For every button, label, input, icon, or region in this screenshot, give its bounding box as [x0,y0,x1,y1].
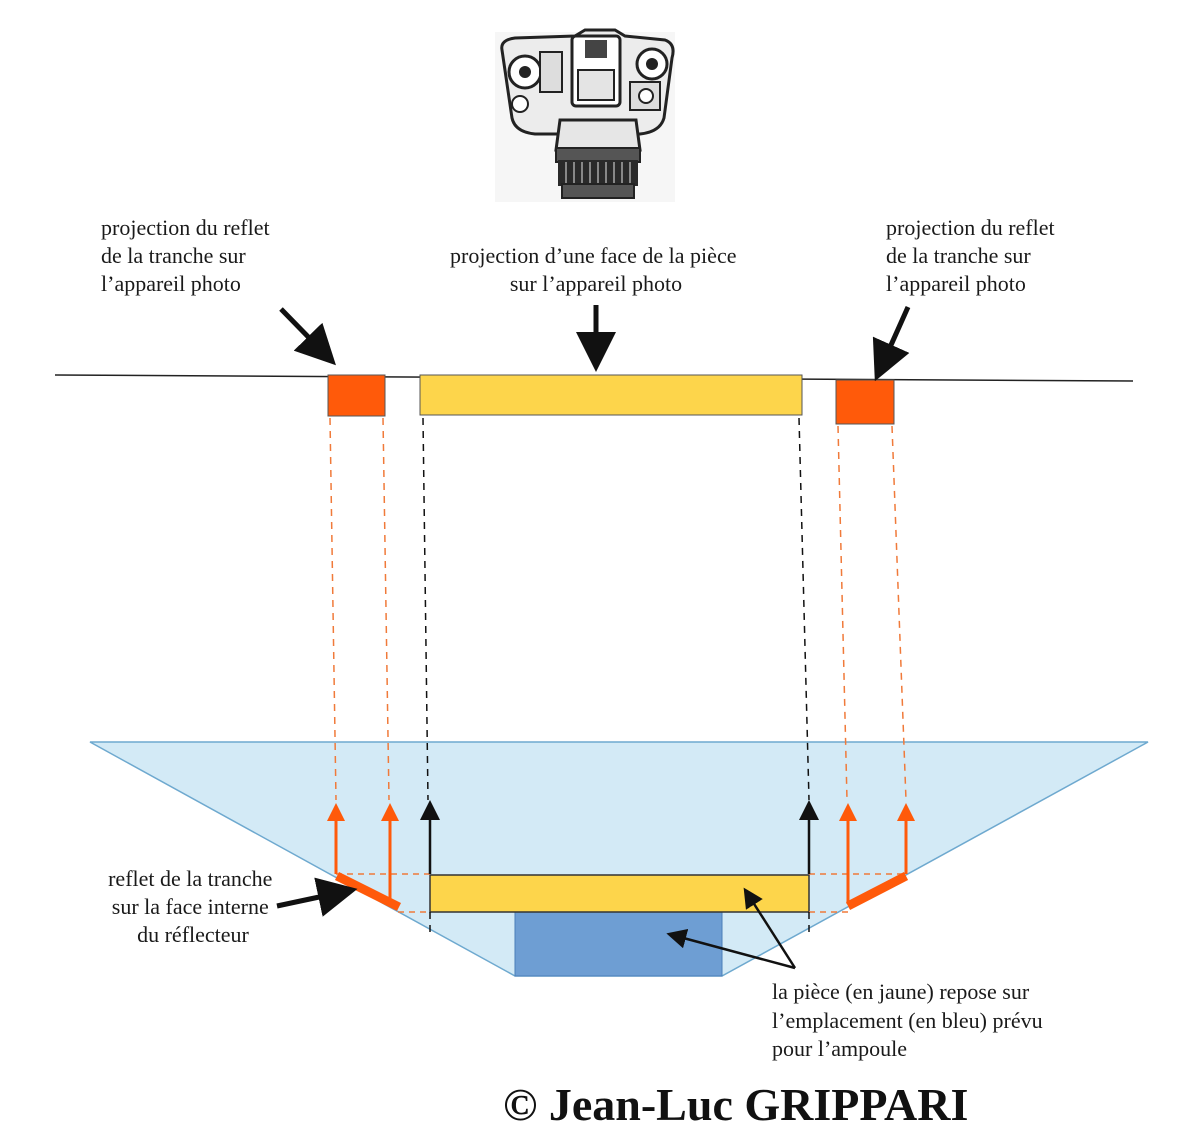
right-projection-label: projection du reflet de la tranche sur l… [886,215,1060,296]
right-edge-reflection [845,872,909,910]
orange-connectors [336,873,906,913]
copyright-notice: © Jean-Luc GRIPPARI [503,1079,968,1130]
bulb-socket [514,911,723,977]
coin-in-reflector [429,874,810,913]
orange-solid-rays [327,803,915,904]
camera-icon [495,28,675,202]
edge-reflection-label: reflet de la tranche sur la face interne… [108,866,278,947]
black-dashed-rays [422,417,810,934]
left-edge-projection [327,374,386,417]
coin-note-label: la pièce (en jaune) repose sur l’emplace… [772,979,1048,1061]
callout-arrows [276,305,911,917]
orange-dashed-rays [329,417,907,801]
right-edge-projection [835,379,895,425]
center-projection-label: projection d’une face de la pièce sur l’… [450,243,742,296]
coin-note-arrows [666,887,797,970]
left-projection-label: projection du reflet de la tranche sur l… [101,215,275,296]
coin-face-projection [419,374,803,416]
black-solid-rays [420,800,819,874]
